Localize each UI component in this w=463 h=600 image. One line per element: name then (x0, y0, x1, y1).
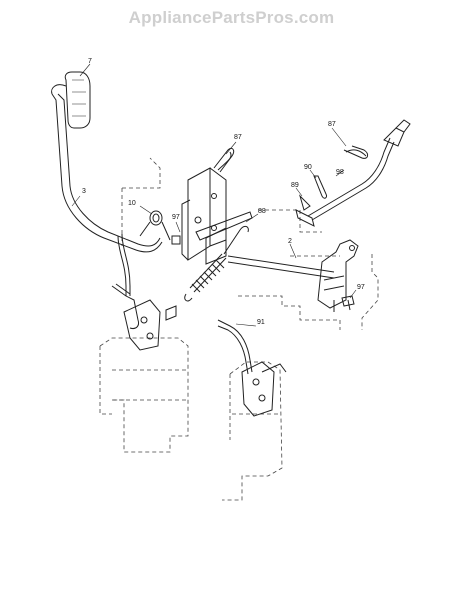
cross-shaft (227, 255, 335, 279)
callout-87-left: 87 (234, 134, 242, 141)
callout-97-left: 97 (172, 214, 180, 221)
callout-88: 88 (258, 208, 266, 215)
dashed-body-lower (99, 337, 283, 501)
callout-3: 3 (82, 188, 86, 195)
hairpin-clip-87b (343, 145, 369, 159)
control-rod (295, 119, 411, 227)
callout-89: 89 (291, 182, 299, 189)
callout-98: 98 (336, 169, 344, 176)
callout-2: 2 (288, 238, 292, 245)
callout-7: 7 (88, 58, 92, 65)
lower-left-lever (111, 283, 177, 351)
leader-lines (71, 63, 357, 327)
callout-10: 10 (128, 200, 136, 207)
bolt-right (341, 295, 355, 311)
watermark: AppliancePartsPros.com (128, 8, 335, 27)
callout-90: 90 (304, 164, 312, 171)
clip-90 (313, 175, 327, 199)
callout-91: 91 (257, 319, 265, 326)
extension-spring (184, 225, 249, 302)
shift-lever (51, 93, 163, 296)
callout-97-right: 97 (357, 284, 365, 291)
callout-87-right: 87 (328, 121, 336, 128)
lower-right-lever (217, 319, 287, 417)
clip-89 (298, 194, 311, 211)
lever-handle (51, 71, 91, 129)
hairpin-clip-87a (213, 147, 235, 173)
right-arm (317, 239, 359, 312)
torsion-spring (139, 210, 171, 241)
center-bracket (171, 167, 253, 265)
dashed-frame-upper (121, 157, 379, 330)
